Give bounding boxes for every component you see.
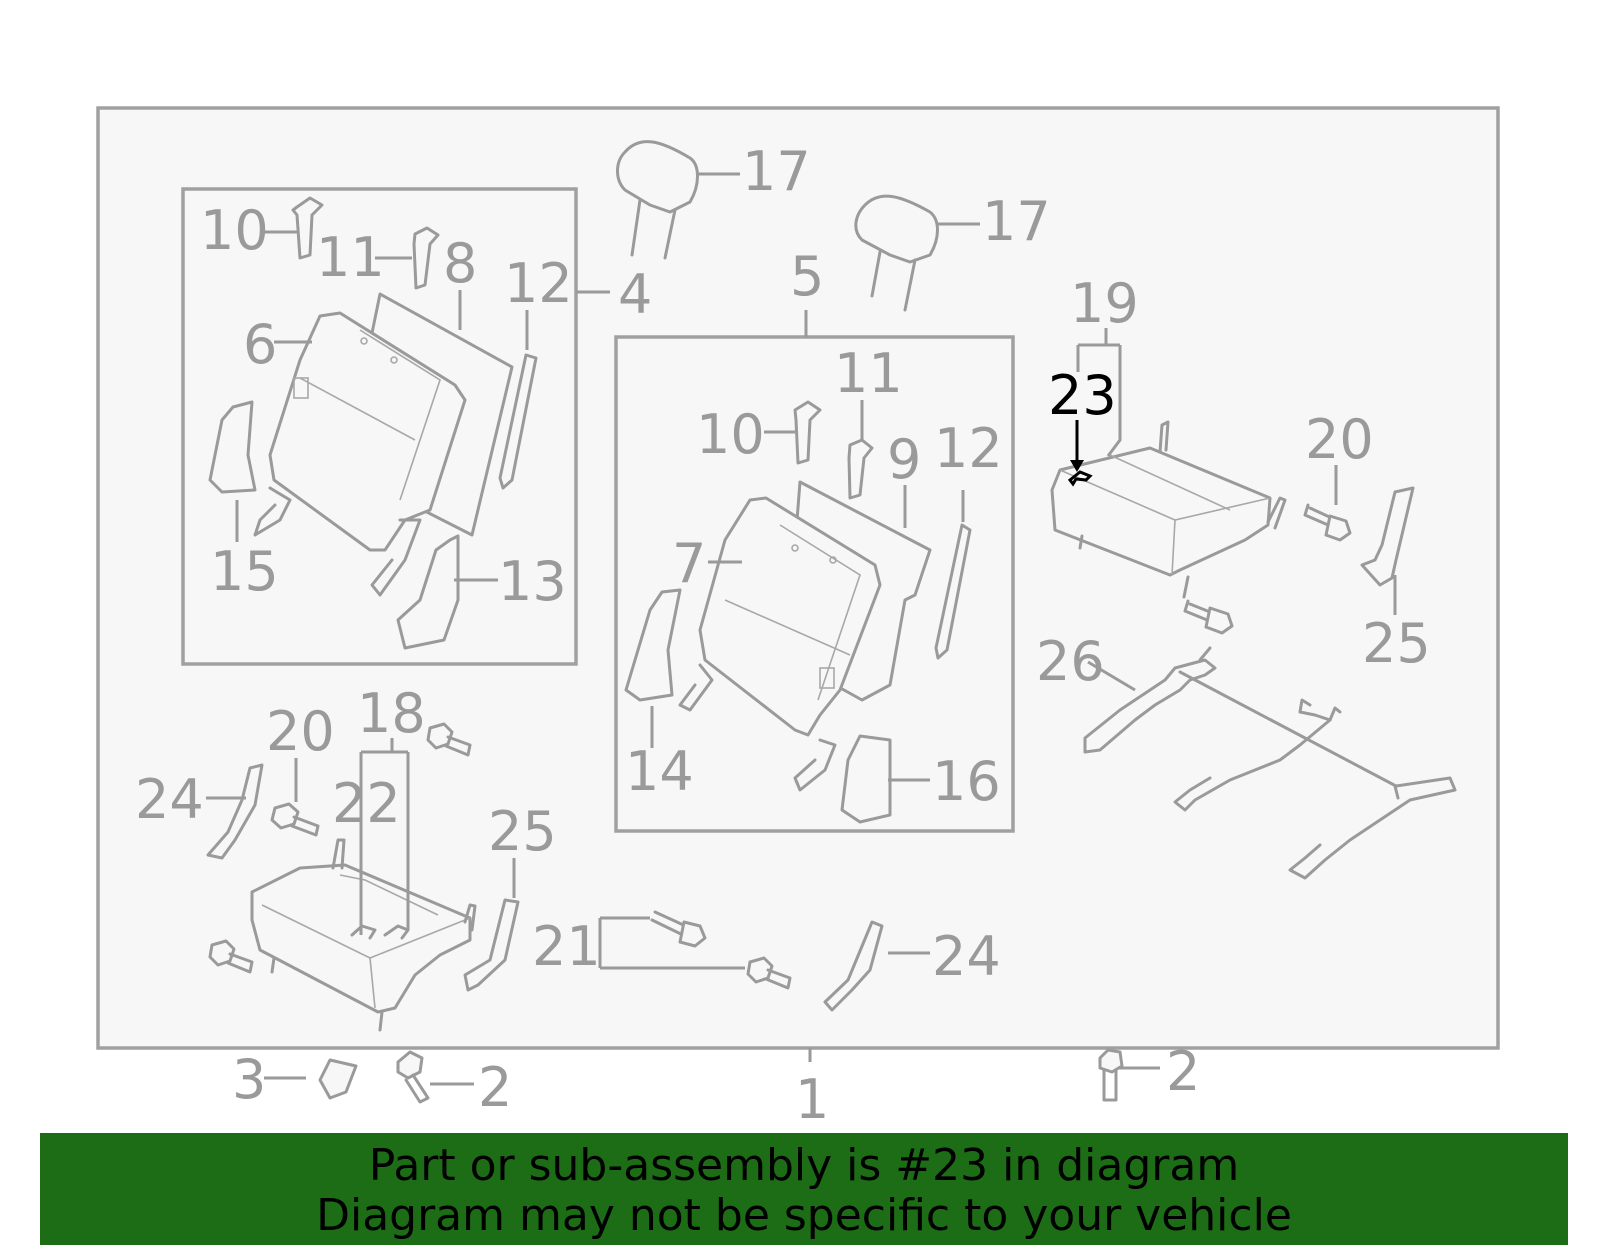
label-3: 3 [232, 1048, 266, 1111]
label-5: 5 [790, 245, 824, 308]
seat-back-center [678, 480, 932, 792]
part-26-seat-frame [1083, 646, 1457, 880]
banner-line-part: Part or sub-assembly is #23 in diagram [368, 1140, 1240, 1191]
label-25-right: 25 [1362, 612, 1431, 675]
part-3-clip [318, 1058, 358, 1100]
part-2-bolt-right [1098, 1048, 1124, 1102]
part-19-seat-cushion-right [1050, 420, 1287, 599]
label-10-left: 10 [200, 199, 269, 262]
label-2-left: 2 [478, 1056, 512, 1119]
label-10-center: 10 [696, 403, 765, 466]
label-21: 21 [532, 915, 601, 978]
part-25-trim-lower [463, 898, 520, 992]
label-8: 8 [443, 232, 477, 295]
part-24-trim-left [206, 763, 264, 860]
part-13-bracket-left [396, 534, 460, 650]
part-24-trim-center [823, 920, 884, 1012]
info-banner: Part or sub-assembly is #23 in diagram D… [40, 1133, 1568, 1245]
label-11-left: 11 [316, 226, 385, 289]
label-22: 22 [332, 772, 401, 835]
part-10-clip-center [793, 400, 822, 465]
label-13: 13 [498, 550, 567, 613]
label-17-left: 17 [742, 140, 811, 203]
label-19: 19 [1070, 272, 1139, 335]
label-24-center: 24 [932, 925, 1001, 988]
label-24-left: 24 [135, 768, 204, 831]
part-11-clip-left [412, 226, 440, 290]
part-bolt-left-cushion [208, 939, 254, 974]
label-18: 18 [357, 682, 426, 745]
part-12-strip-center [934, 523, 972, 660]
part-17-headrest-left [616, 140, 699, 260]
part-20-bolt-right [1303, 503, 1352, 542]
part-21-bolt-upper [650, 910, 707, 948]
label-4: 4 [618, 263, 652, 326]
label-11-center: 11 [834, 342, 903, 405]
label-2-right: 2 [1166, 1040, 1200, 1103]
part-2-bolt-left [396, 1050, 430, 1104]
label-7: 7 [672, 532, 706, 595]
label-23: 23 [1048, 364, 1117, 427]
label-1: 1 [795, 1068, 829, 1131]
label-15: 15 [210, 540, 279, 603]
label-17-center: 17 [982, 190, 1051, 253]
part-bolt-under-cushion [1183, 599, 1234, 635]
subassembly-box-5 [614, 335, 1015, 833]
label-20-left: 20 [266, 700, 335, 763]
label-9: 9 [887, 428, 921, 491]
part-25-trim-right [1360, 486, 1415, 587]
part-11-clip-center [847, 438, 874, 500]
label-16: 16 [932, 750, 1001, 813]
part-12-strip-left [498, 353, 538, 490]
subassembly-box-4 [181, 187, 578, 666]
label-6: 6 [243, 313, 277, 376]
part-20-bolt-left [270, 802, 320, 837]
banner-line-disclaimer: Diagram may not be specific to your vehi… [316, 1190, 1292, 1241]
part-16-bracket-center [840, 734, 892, 824]
part-18-seat-cushion-left [250, 838, 477, 1032]
leader-lines [206, 172, 1397, 1086]
part-10-clip-left [291, 196, 324, 260]
label-12-center: 12 [934, 417, 1003, 480]
label-14: 14 [625, 740, 694, 803]
part-17-headrest-center [854, 194, 939, 312]
part-21-bolt-lower [746, 956, 792, 990]
part-labels: 10 11 8 12 4 6 15 13 17 17 5 11 10 9 12 … [135, 140, 1431, 1131]
part-23-highlight [1067, 470, 1093, 487]
label-25-lower: 25 [488, 800, 557, 863]
label-20-right: 20 [1305, 408, 1374, 471]
label-12-left: 12 [504, 252, 573, 315]
part-14-cover-center [624, 588, 682, 702]
part-bolt-18-top [426, 722, 472, 757]
part-15-cover-left [208, 400, 257, 494]
label-26: 26 [1036, 630, 1105, 693]
seat-back-left [253, 292, 514, 597]
